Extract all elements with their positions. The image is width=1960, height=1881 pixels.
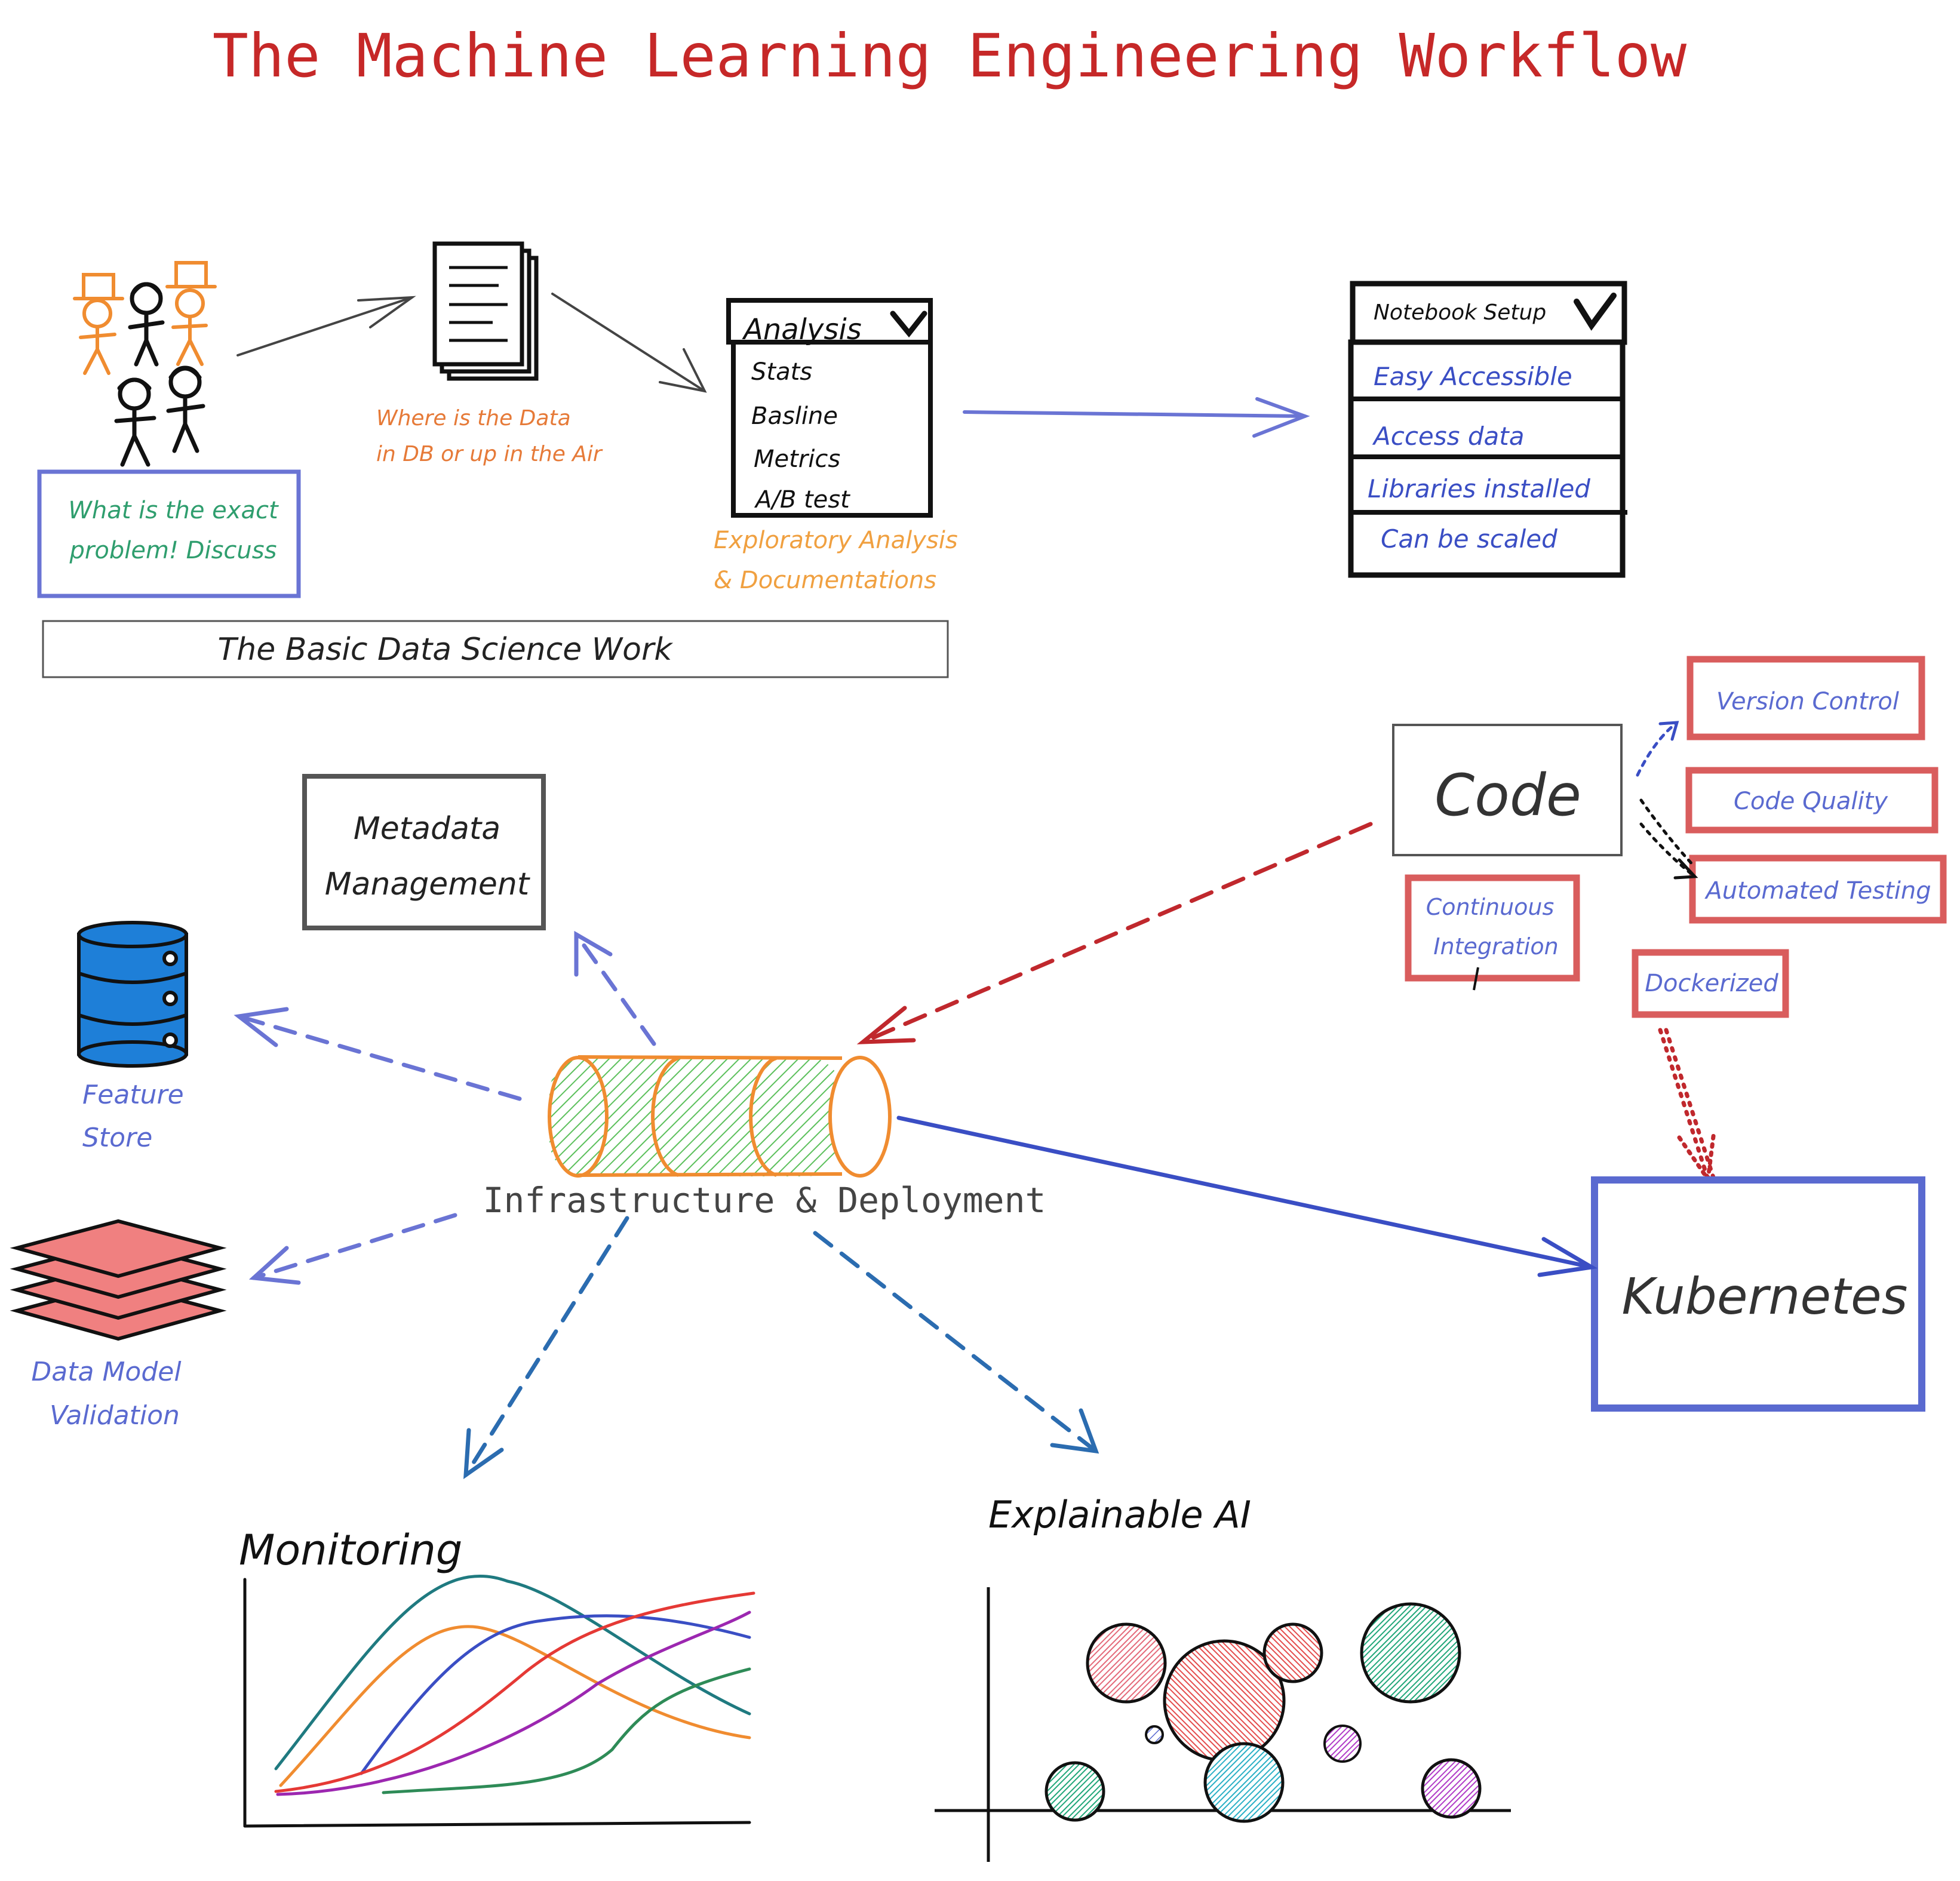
analysis-dropdown: Analysis Stats Basline Metrics A/B test (726, 298, 933, 518)
basic-section-box (42, 620, 949, 678)
analysis-header: Analysis (742, 313, 862, 346)
feature-store-line1: Feature (82, 1080, 184, 1110)
ci-label-line1: Continuous (1426, 894, 1555, 920)
validation-line2: Validation (50, 1400, 180, 1431)
notebook-item-libraries: Libraries installed (1368, 474, 1590, 503)
automated-testing-box (1689, 855, 1947, 924)
notebook-header: Notebook Setup (1374, 300, 1546, 325)
automated-testing-label: Automated Testing (1704, 877, 1931, 905)
infra-label: Infrastructure & Deployment (483, 1180, 1046, 1221)
infra-to-kubernetes-arrow (896, 1115, 1598, 1277)
ci-label-line2: Integration (1433, 933, 1558, 960)
infra-to-feature-store-arrow (234, 1007, 522, 1101)
code-quality-label: Code Quality (1734, 788, 1888, 815)
team-figures-icon (73, 261, 217, 467)
dockerized-label: Dockerized (1645, 970, 1778, 997)
analysis-item-ab-test: A/B test (754, 486, 850, 514)
arrow-to-document (236, 296, 416, 356)
bubble-chart-icon (935, 1587, 1511, 1862)
page-title: The Machine Learning Engineering Workflo… (213, 21, 1687, 91)
notebook-item-accessible: Easy Accessible (1374, 362, 1572, 391)
dockerized-box (1632, 949, 1789, 1018)
arrow-to-notebook (963, 397, 1310, 438)
problem-text-line1: What is the exact (68, 497, 279, 524)
data-location-line2: in DB or up in the Air (376, 442, 603, 466)
exploratory-line2: & Documentations (714, 567, 936, 594)
arrow-to-analysis (551, 293, 707, 393)
version-control-box (1686, 656, 1925, 740)
basic-section-label: The Basic Data Science Work (218, 632, 674, 668)
layers-icon (10, 1219, 227, 1341)
continuous-integration-box (1405, 874, 1580, 982)
check-icon (1574, 293, 1617, 331)
code-quality-box (1685, 767, 1939, 834)
analysis-item-baseline: Basline (751, 402, 838, 430)
code-box (1392, 724, 1623, 856)
notebook-item-scaled: Can be scaled (1381, 524, 1557, 554)
analysis-item-stats: Stats (751, 358, 812, 386)
problem-box (37, 469, 301, 598)
code-label: Code (1434, 762, 1581, 829)
exploratory-line1: Exploratory Analysis (714, 527, 958, 554)
database-icon (77, 921, 188, 1068)
infra-to-validation-arrow (248, 1213, 457, 1285)
validation-line1: Data Model (31, 1357, 182, 1387)
analysis-item-metrics: Metrics (754, 445, 840, 473)
chevron-down-icon (890, 311, 927, 338)
feature-store-line2: Store (82, 1123, 152, 1153)
code-to-infra-arrow (856, 822, 1373, 1044)
infra-to-explainable-arrow (813, 1231, 1099, 1454)
kubernetes-box (1591, 1176, 1925, 1412)
metadata-line2: Management (325, 866, 530, 902)
cursor-mark (1473, 967, 1479, 991)
infra-to-monitoring-arrow (463, 1216, 629, 1480)
document-stack-icon (432, 241, 539, 381)
monitoring-title: Monitoring (239, 1526, 462, 1575)
problem-text-line2: problem! Discuss (69, 537, 277, 564)
notebook-item-access-data: Access data (1372, 422, 1524, 451)
monitoring-chart-icon (243, 1574, 755, 1828)
kubernetes-label: Kubernetes (1622, 1267, 1908, 1326)
code-connectors (1636, 721, 1698, 880)
explainable-title: Explainable AI (988, 1493, 1251, 1536)
data-location-line1: Where is the Data (376, 406, 571, 431)
notebook-setup-list: Notebook Setup Easy Accessible Access da… (1348, 281, 1627, 578)
docker-to-kubernetes-arrow (1658, 1028, 1716, 1185)
pipeline-cylinder-icon (548, 1055, 892, 1178)
version-control-label: Version Control (1716, 688, 1899, 715)
metadata-box (302, 774, 546, 930)
metadata-line1: Metadata (354, 811, 500, 847)
infra-to-metadata-arrow (574, 930, 656, 1046)
